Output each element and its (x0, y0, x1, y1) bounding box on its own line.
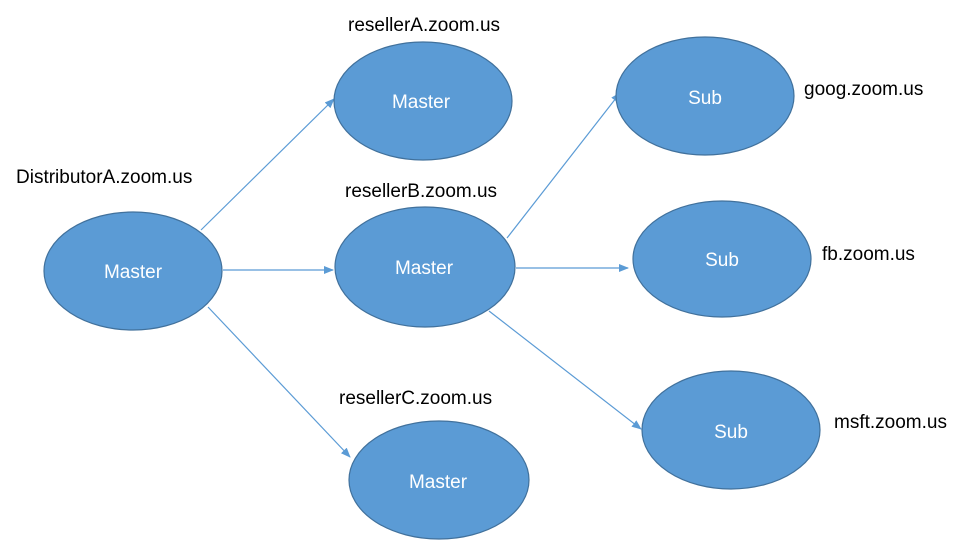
edge-reseller-b-to-sub-msft (488, 310, 642, 430)
node-reseller-a: Master resellerA.zoom.us (333, 15, 513, 161)
node-sub-goog-domain: goog.zoom.us (804, 79, 923, 100)
node-reseller-a-domain: resellerA.zoom.us (348, 15, 500, 36)
node-distributor-role: Master (104, 262, 163, 283)
node-reseller-a-shape (333, 41, 513, 161)
edge-distributor-to-reseller-a (200, 98, 335, 231)
node-distributor-shape (43, 211, 223, 331)
node-sub-fb: Sub fb.zoom.us (632, 200, 915, 318)
node-distributor-domain: DistributorA.zoom.us (16, 167, 192, 188)
edges (200, 92, 642, 458)
node-reseller-c-shape (348, 420, 530, 540)
node-reseller-c-role: Master (409, 472, 468, 493)
node-sub-fb-role: Sub (705, 250, 739, 271)
node-reseller-c: Master resellerC.zoom.us (339, 388, 530, 540)
node-sub-fb-shape (632, 200, 812, 318)
edge-reseller-b-to-sub-goog (506, 92, 621, 239)
node-sub-msft-role: Sub (714, 422, 748, 443)
node-reseller-b-domain: resellerB.zoom.us (345, 181, 497, 202)
node-reseller-b-role: Master (395, 258, 454, 279)
node-distributor: Master DistributorA.zoom.us (16, 167, 223, 331)
node-sub-fb-domain: fb.zoom.us (822, 244, 915, 265)
node-reseller-b: Master resellerB.zoom.us (334, 181, 516, 328)
node-sub-goog-shape (615, 36, 795, 156)
node-reseller-c-domain: resellerC.zoom.us (339, 388, 492, 409)
node-sub-msft-shape (641, 370, 821, 490)
node-sub-goog: Sub goog.zoom.us (615, 36, 923, 156)
node-sub-goog-role: Sub (688, 88, 722, 109)
node-sub-msft-domain: msft.zoom.us (834, 412, 947, 433)
node-reseller-b-shape (334, 206, 516, 328)
edge-distributor-to-reseller-c (207, 306, 351, 458)
node-sub-msft: Sub msft.zoom.us (641, 370, 947, 490)
node-reseller-a-role: Master (392, 92, 451, 113)
